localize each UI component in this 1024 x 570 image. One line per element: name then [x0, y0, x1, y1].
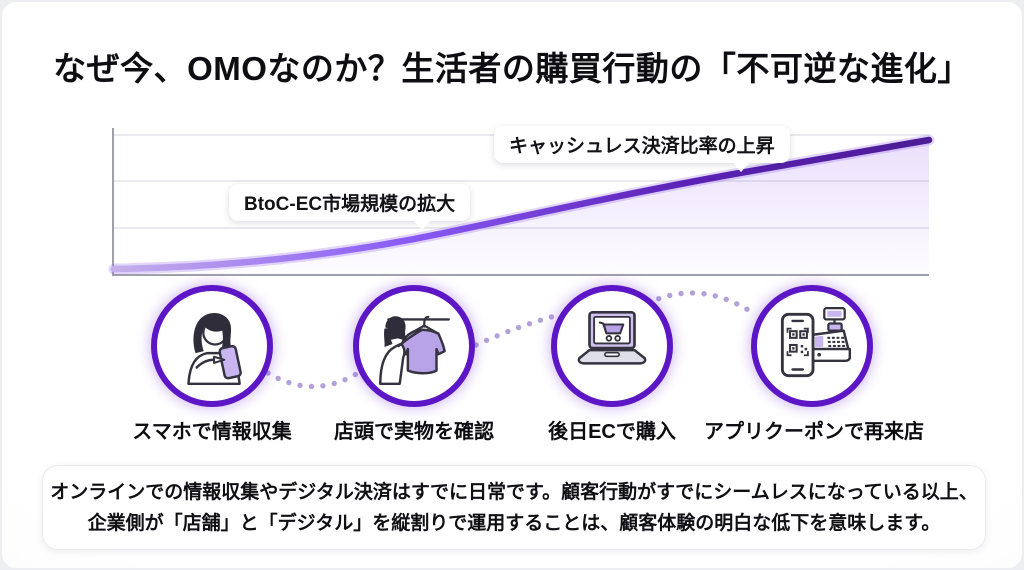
summary-line-1: オンラインでの情報収集やデジタル決済はすでに日常です。顧客行動がすでにシームレス…	[50, 481, 978, 503]
step-label-coupon: アプリクーポンで再来店	[704, 421, 924, 443]
step-label-ec: 後日ECで購入	[548, 421, 676, 443]
journey-connector-dots	[265, 290, 759, 390]
chart-callout-cashless-label: キャッシュレス決済比率の上昇	[509, 136, 775, 157]
gridline	[114, 180, 929, 182]
step-circle-ec	[551, 285, 673, 407]
step-circle-smartphone	[151, 285, 273, 407]
woman-smartphone-icon	[187, 312, 242, 386]
chart-callout-cashless: キャッシュレス決済比率の上昇	[494, 126, 790, 172]
laptop-cart-icon	[577, 310, 647, 365]
store-try-on-icon	[379, 315, 450, 386]
step-circle-store	[353, 285, 475, 407]
curve-area-fill	[114, 140, 929, 274]
connector-2-3	[473, 311, 565, 348]
step-label-store: 店頭で実物を確認	[334, 421, 494, 443]
summary-box: オンラインでの情報収集やデジタル決済はすでに日常です。顧客行動がすでにシームレス…	[42, 465, 986, 550]
page-title: なぜ今、OMOなのか？生活者の購買行動の「不可逆な進化」	[53, 50, 971, 87]
connector-3-4	[645, 290, 759, 318]
connector-1-2	[265, 370, 361, 390]
summary-line-2: 企業側が「店舗」と「デジタル」を縦割りで運用することは、顧客体験の明白な低下を意…	[87, 512, 941, 534]
chart-callout-ec: BtoC-EC市場規模の拡大	[229, 184, 471, 230]
chart-callout-ec-label: BtoC-EC市場規模の拡大	[244, 194, 456, 215]
growth-curve	[108, 134, 935, 275]
phone-qr-register-icon	[780, 307, 852, 378]
curve-line	[110, 136, 933, 273]
step-label-smartphone: スマホで情報収集	[132, 421, 292, 443]
step-circle-coupon	[751, 285, 873, 407]
